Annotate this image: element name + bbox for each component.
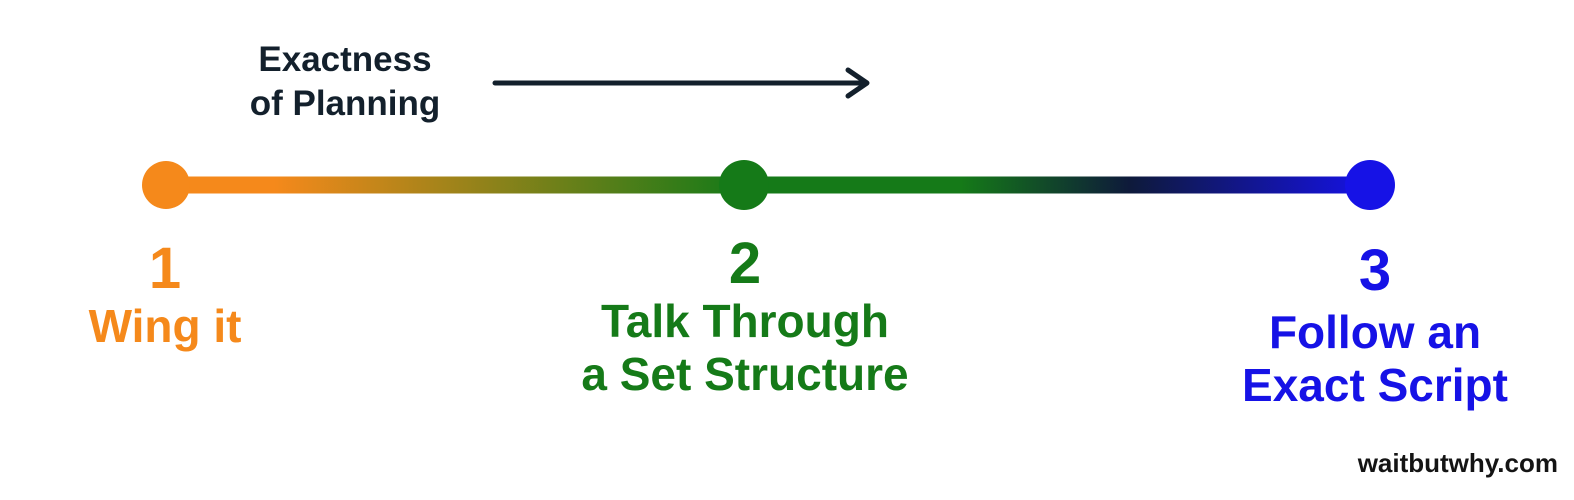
- stage-3-label: 3 Follow an Exact Script: [1190, 240, 1560, 412]
- stage-3-marker: [1345, 160, 1395, 210]
- axis-title: Exactness of Planning: [215, 38, 475, 126]
- direction-arrow-head: [845, 67, 870, 99]
- stage-3-description: Follow an Exact Script: [1190, 306, 1560, 412]
- stage-2-label: 2 Talk Through a Set Structure: [540, 233, 950, 401]
- stage-1-line-1: Wing it: [88, 300, 242, 352]
- stage-1-number: 1: [148, 236, 182, 301]
- stage-3-line-2: Exact Script: [1242, 359, 1508, 411]
- stage-2-line-2: a Set Structure: [581, 348, 909, 400]
- axis-title-line-2: of Planning: [249, 84, 441, 123]
- site-credit: waitbutwhy.com: [1357, 448, 1558, 478]
- stage-1-marker: [142, 161, 190, 209]
- stage-2-marker: [719, 160, 769, 210]
- stage-3-number: 3: [1358, 238, 1392, 303]
- stage-2-line-1: Talk Through: [601, 295, 889, 347]
- stage-3-line-1: Follow an: [1268, 306, 1482, 358]
- stage-1-label: 1 Wing it: [40, 238, 290, 353]
- axis-title-line-1: Exactness: [258, 40, 432, 79]
- stage-2-description: Talk Through a Set Structure: [540, 295, 950, 401]
- stage-1-description: Wing it: [40, 300, 290, 353]
- stage-2-number: 2: [728, 231, 762, 296]
